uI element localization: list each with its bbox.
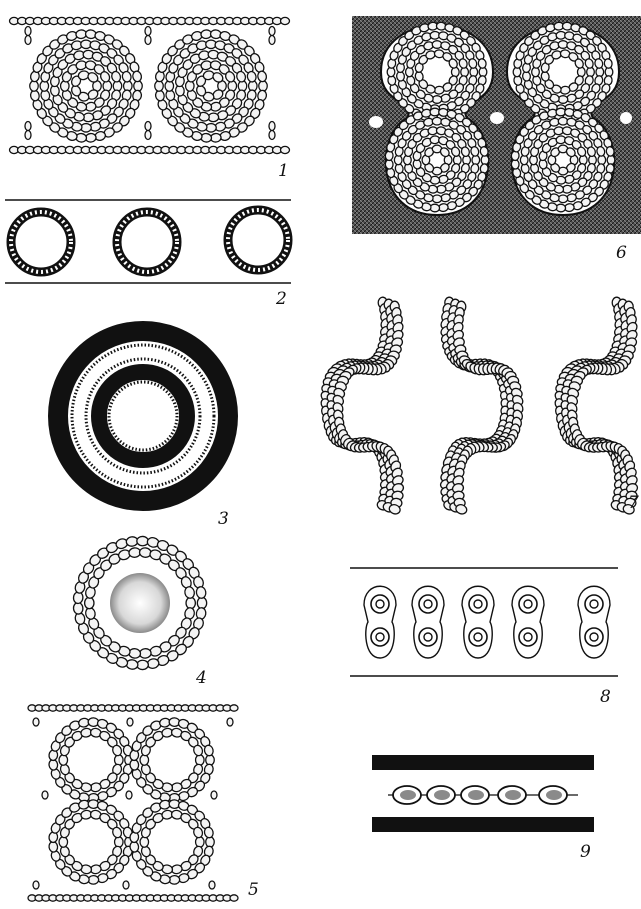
figure-number-3: 3 xyxy=(218,509,229,529)
figure-5-four-rosette-grid xyxy=(28,705,238,901)
figure-number-2: 2 xyxy=(275,289,287,309)
figure-number-1: 1 xyxy=(278,161,289,181)
figure-1-bead-rosette-band xyxy=(10,17,290,153)
figure-number-6: 6 xyxy=(616,243,627,263)
figure-number-5: 5 xyxy=(248,880,259,900)
figure-number-8: 8 xyxy=(600,687,611,707)
figure-number-4: 4 xyxy=(195,668,207,688)
figure-9-bars-with-ovals xyxy=(372,755,594,832)
figure-3-concentric-rings xyxy=(58,331,228,501)
figure-7-s-shaped-bead-links xyxy=(319,297,639,515)
figure-2-ring-band xyxy=(5,200,291,283)
figure-number-9: 9 xyxy=(580,842,591,862)
figure-4-bead-rosette-with-pearl xyxy=(73,536,207,670)
figure-8-linked-double-eyes xyxy=(350,568,618,676)
figure-number-7: 7 xyxy=(628,493,639,513)
figure-6-figure-eight-on-hatched-ground xyxy=(352,16,641,234)
